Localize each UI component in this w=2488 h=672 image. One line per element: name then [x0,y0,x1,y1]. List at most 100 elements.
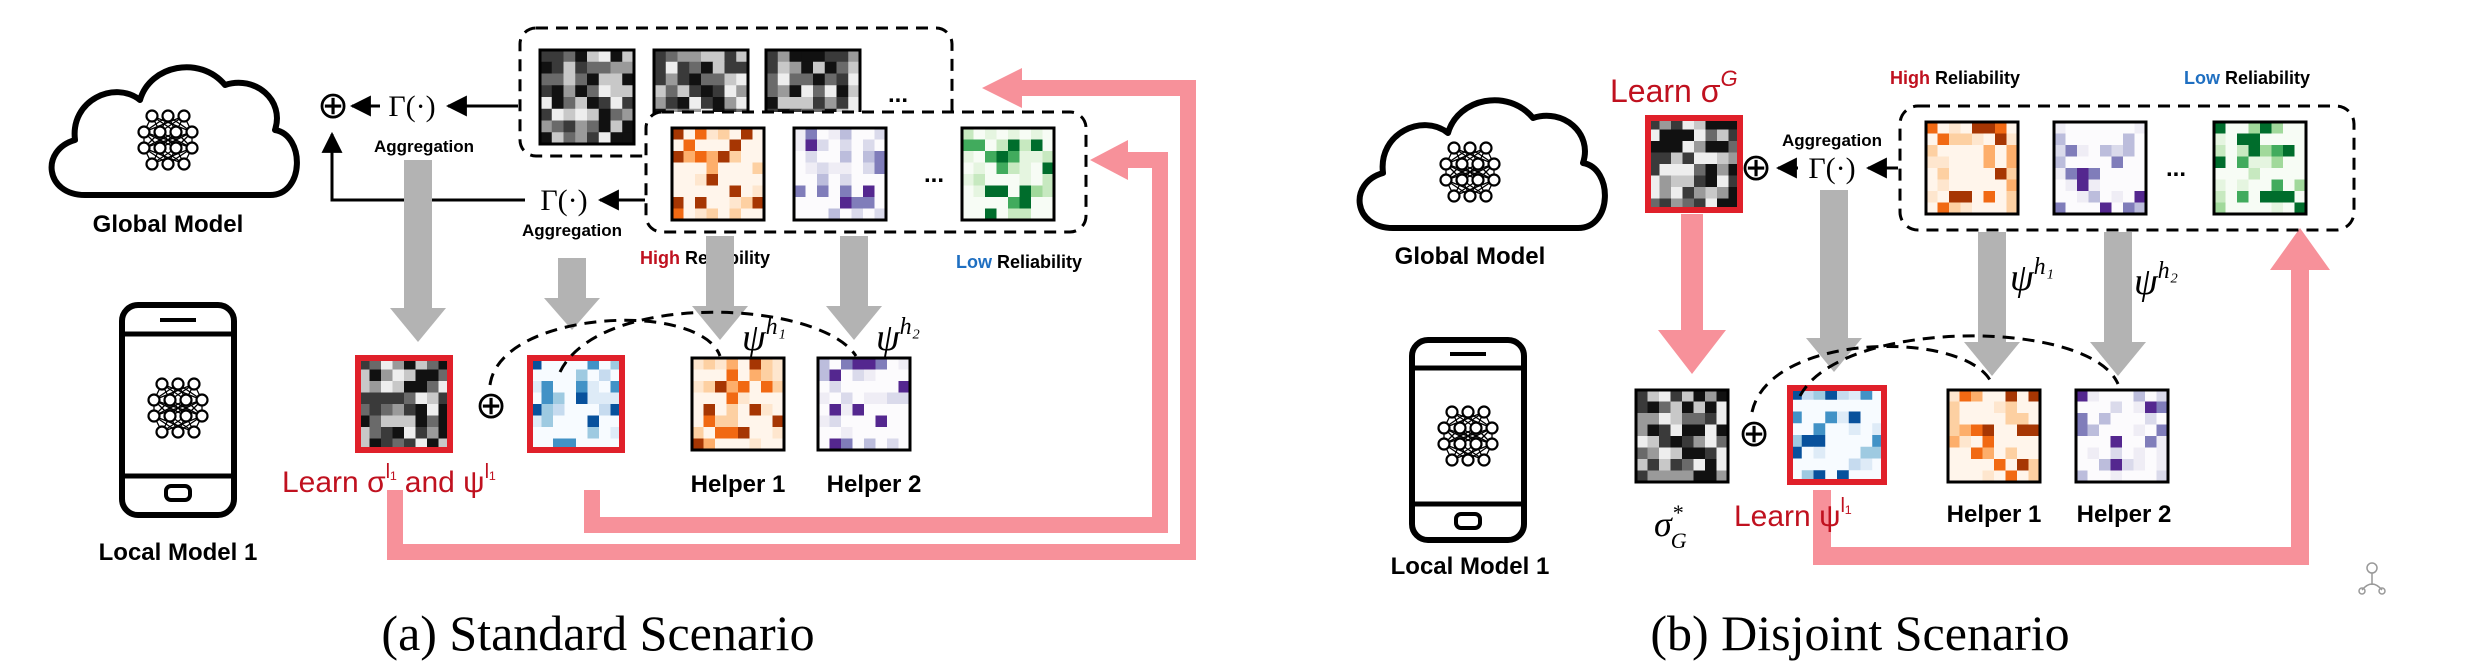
mask-cell [575,120,588,133]
mask-cell [875,415,888,428]
ellipsis-top-a: ... [888,81,908,108]
mask-cell [1659,413,1671,425]
mask-cell [962,185,974,198]
mask-cell [540,73,553,86]
mask-cell [392,404,405,416]
mask-cell [736,97,749,110]
mask-cell [2088,191,2101,203]
mask-frame [527,355,625,453]
gray-arrow-purple-down-a [826,236,882,340]
mask-cell [1790,388,1803,401]
mask-cell [829,381,842,393]
mask-cell [2099,390,2111,402]
mask-cell [848,85,861,98]
mask-cell [985,185,997,198]
mask-cell [741,139,753,152]
mask-cell [404,392,416,405]
mask-cell [610,358,623,370]
orange-mask-top [670,126,766,222]
mask-cell [576,404,588,416]
mask-cell [599,392,611,405]
nn-node [1461,405,1475,419]
mask-cell [369,438,382,451]
mask-cell [541,358,554,370]
mask-cell [829,404,842,416]
mask-cell [1693,390,1706,402]
mask-cell [665,97,678,110]
mask-cell [576,392,588,405]
mask-cell [2087,470,2100,483]
mask-cell [2028,436,2041,448]
mask-cell [1693,401,1706,414]
mask-cell [427,427,439,439]
mask-cell [836,97,849,110]
mask-cell [898,358,911,370]
mask-cell [587,427,600,439]
mask-cell [2260,122,2272,134]
nn-node [161,109,175,123]
mask-cell [551,108,564,121]
mask-cell [689,85,702,98]
mask-cell [801,61,814,74]
mask-cell [610,369,623,382]
mask-cell [761,438,773,451]
nn-edge [1443,411,1485,429]
mask-cell [2271,202,2284,215]
mask-cell [1837,423,1850,436]
mask-cell [2134,179,2147,192]
mask-cell [863,174,875,186]
aggregation-top-a: Aggregation [374,137,474,156]
mask-cell [824,61,837,74]
mask-cell [794,174,806,186]
mask-cell [564,358,577,370]
mask-cell [1983,133,1996,146]
mask-cell [1728,129,1741,142]
mask-cell [2145,470,2157,483]
mask-cell [2005,413,2018,425]
nn-edge [1443,427,1493,445]
mask-cell [874,174,887,186]
mask-cell [1705,198,1718,211]
mask-cell [818,369,830,382]
mask-cell [1801,458,1814,471]
mask-cell [1705,129,1718,142]
mask-cell [2123,179,2135,192]
mask-cell [665,85,678,98]
gray-arrow-agg2-down-a [544,258,600,330]
mask-cell [736,50,749,63]
mask-cell [2076,413,2088,425]
mask-cell [712,73,725,86]
mask-cell [1717,187,1729,199]
mask-cell [840,139,852,152]
mask-cell [851,162,864,175]
mask-cell [1982,470,1995,483]
mask-cell [973,185,986,198]
mask-cell [404,415,416,428]
mask-cell [1728,187,1741,199]
mask-cell [1636,413,1648,425]
mask-cell [2260,202,2272,215]
mask-cell [1837,411,1850,424]
mask-frame [538,48,636,146]
helper1-label-b: Helper 1 [1947,501,2042,528]
mask-cell [863,185,875,198]
mask-cell [683,162,696,175]
mask-cell [1837,446,1850,459]
nn-node [1445,405,1459,419]
mask-cell [2054,133,2066,146]
mask-cell [2134,133,2147,146]
mask-cell [1717,164,1729,176]
mask-cell [2123,145,2135,157]
purple-mask-helper2 [816,356,912,452]
mask-cell [2283,179,2295,192]
mask-cell [898,392,911,405]
mask-frame [355,355,453,453]
nn-node [1463,141,1477,155]
mask-cell [551,85,564,98]
mask-cell [1813,458,1826,471]
mask-cell [404,369,416,382]
mask-cell [1948,390,1960,402]
mask-cell [576,358,588,370]
mask-cell [576,415,588,428]
